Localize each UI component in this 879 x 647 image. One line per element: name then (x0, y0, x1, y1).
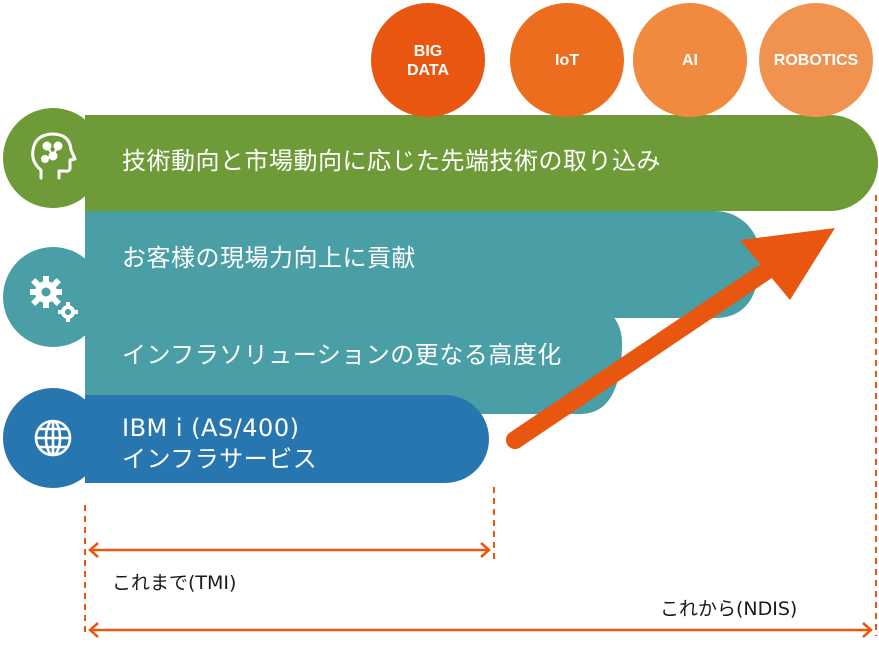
tech-circle-iot (510, 3, 624, 117)
tech-label-iot: IoT (555, 52, 579, 69)
tech-label-ai: AI (682, 52, 698, 69)
band-infra-text: インフラソリューションの更なる高度化 (122, 341, 562, 369)
band-infra-upgrade (85, 300, 622, 414)
growth-arrow (506, 246, 799, 449)
future-range-right-arrowhead (862, 622, 873, 638)
head-network-icon (31, 132, 77, 180)
band-advanced-tech (85, 115, 878, 211)
gears-icon (30, 276, 78, 322)
band-ibm-line2: インフラサービス (122, 445, 318, 473)
future-range-left-arrowhead (88, 622, 99, 638)
growth-arrowhead (740, 228, 835, 300)
band-ibm-infra (85, 395, 489, 483)
tech-label-bigdata: BIG DATA (406, 43, 450, 79)
timeline (84, 195, 877, 638)
tech-label-robotics: ROBOTICS (773, 52, 859, 69)
tech-circle-bigdata (371, 3, 485, 117)
globe-icon (34, 419, 72, 457)
band-customer-text: お客様の現場力向上に貢献 (122, 244, 416, 272)
band-advanced-text: 技術動向と市場動向に応じた先端技術の取り込み (122, 147, 661, 175)
future-label: これから(NDIS) (660, 598, 798, 620)
past-range-right-arrowhead (480, 542, 491, 558)
past-range-left-arrowhead (88, 542, 99, 558)
band-customer-contribution (85, 211, 760, 318)
past-label: これまで(TMI) (112, 572, 237, 594)
tech-circle-robotics (759, 3, 873, 117)
band-ibm-line1: IBM i (AS/400) (122, 414, 300, 442)
tech-circle-ai (633, 3, 747, 117)
